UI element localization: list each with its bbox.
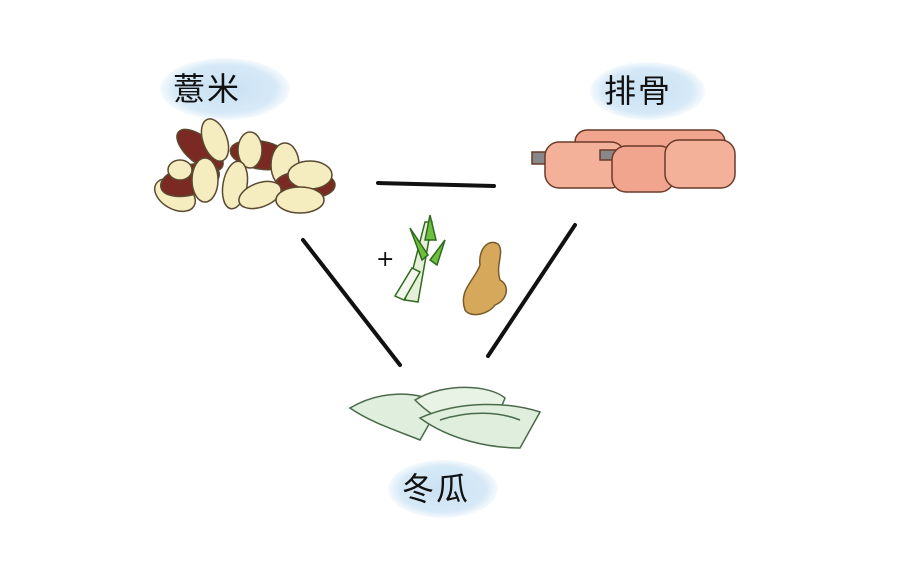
line-right (486, 223, 577, 358)
ingredient-label-coix-seed: 薏米 (173, 70, 242, 108)
pork-ribs-image (531, 129, 736, 193)
label-highlight (160, 58, 290, 120)
label-highlight (590, 62, 705, 120)
label-highlight (388, 460, 498, 518)
scallion-image (393, 214, 446, 303)
connector-lines (301, 181, 577, 367)
line-left (301, 238, 402, 367)
ginger-image (462, 241, 507, 316)
plus-sign: + (376, 247, 394, 272)
line-top (376, 181, 496, 188)
ingredient-label-pork-ribs: 排骨 (604, 72, 673, 110)
winter-melon-image (348, 386, 542, 449)
ingredient-label-winter-melon: 冬瓜 (402, 470, 471, 508)
coix-seed-image (153, 118, 336, 214)
